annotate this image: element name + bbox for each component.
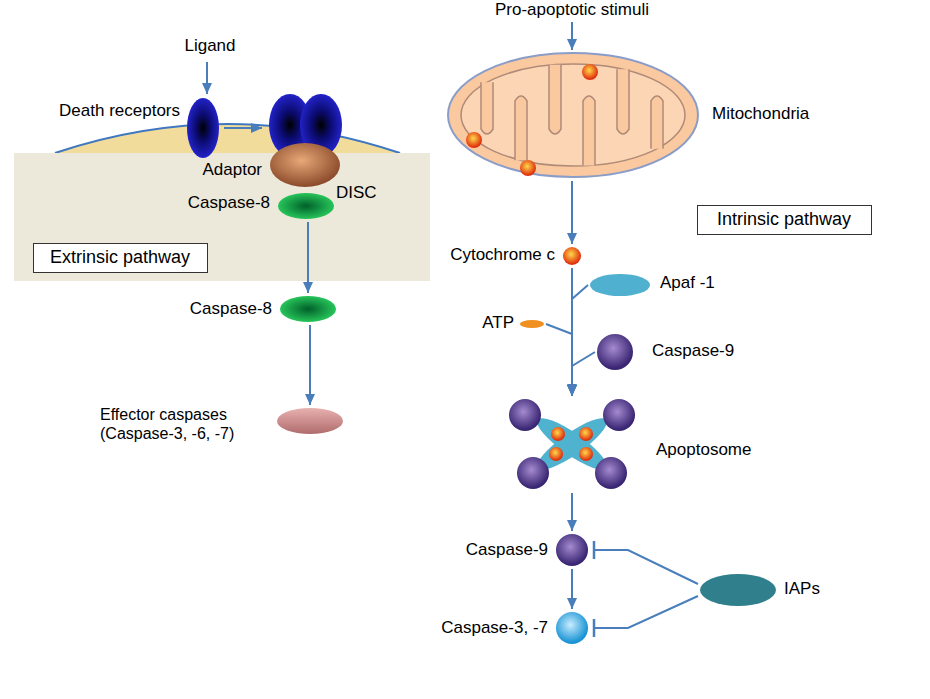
caspase-8-shape <box>280 296 336 322</box>
crista <box>549 65 561 134</box>
node-label: DISC <box>336 183 406 203</box>
death-receptor-shape <box>187 98 219 158</box>
death-receptor: Death receptors <box>187 98 219 158</box>
node-label: Adaptor <box>178 160 262 180</box>
disc-panel: Extrinsic pathwayAdaptorCaspase-8DISC <box>14 153 430 281</box>
iap-protein: IAPs <box>700 574 776 606</box>
caspase-9: Caspase-9 <box>597 334 633 370</box>
node-label: Caspase-3, -7 <box>420 618 548 638</box>
atp: ATP <box>520 320 544 328</box>
apoptosome: Apoptosome <box>497 398 647 490</box>
cytochrome-c-shape <box>563 247 581 265</box>
pathway-title: Intrinsic pathway <box>717 209 851 231</box>
node-label: Mitochondria <box>712 104 832 124</box>
crista <box>515 96 527 160</box>
caspase-9-unit <box>603 399 635 431</box>
cell-membrane <box>55 124 400 153</box>
cytochrome-c-body <box>563 247 581 265</box>
inner-membrane <box>461 64 685 166</box>
ligand-label: Ligand <box>150 36 270 56</box>
cytochrome-dot <box>520 160 536 176</box>
apaf-1-shape <box>590 274 650 296</box>
effector-caspases: Effector caspases (Caspase-3, -6, -7) <box>277 408 343 434</box>
activation-arrow <box>546 324 572 396</box>
membrane-outline <box>55 124 400 153</box>
mitochondrion-shape <box>447 52 699 178</box>
activation-arrow <box>571 268 573 395</box>
node-label: IAPs <box>784 579 864 599</box>
inhibition-line <box>594 596 698 628</box>
caspase-9-unit <box>509 399 541 431</box>
cytochrome-dot <box>582 64 598 80</box>
node-label: Caspase-8 <box>160 299 272 319</box>
caspase-9-shape <box>597 334 633 370</box>
apaf-1: Apaf -1 <box>590 274 650 296</box>
cytochrome-dot <box>551 427 565 441</box>
caspase-9-body <box>597 334 633 370</box>
node-label: ATP <box>466 313 514 333</box>
node-label: Cytochrome c <box>425 245 555 265</box>
activation-arrow <box>572 285 588 396</box>
inhibition-line <box>594 550 698 584</box>
cytochrome-dot <box>579 427 593 441</box>
mitochondrion: Mitochondria <box>447 52 699 178</box>
stimulus-arrow <box>571 22 573 50</box>
caspase-9-unit <box>595 457 627 489</box>
caspase-9-unit <box>517 457 549 489</box>
stimulus-label: Pro-apoptotic stimuli <box>472 0 672 20</box>
adaptor-protein-shape <box>270 143 340 187</box>
activation-arrow <box>571 181 573 244</box>
pathway-title: Extrinsic pathway <box>50 247 190 269</box>
node-label: Apoptosome <box>656 440 776 460</box>
caspase-9-shape <box>556 534 588 566</box>
apaf-1-body <box>590 274 650 296</box>
activation-arrow <box>571 569 573 609</box>
caspase-9-body <box>556 534 588 566</box>
iap-protein-body <box>700 574 776 606</box>
caspase-9: Caspase-9 <box>556 534 588 566</box>
cytochrome-dot <box>549 447 563 461</box>
apoptosome-shape <box>497 398 647 490</box>
pathway-box: Intrinsic pathway <box>697 205 872 235</box>
caspase-3-7-shape <box>556 612 588 644</box>
death-receptor-body <box>187 98 219 158</box>
cytochrome-c: Cytochrome c <box>563 247 581 265</box>
node-label: Caspase-8 <box>160 193 270 213</box>
activation-arrow <box>571 493 573 531</box>
caspase-8: Caspase-8 <box>278 193 334 219</box>
adaptor-protein-body <box>270 143 340 187</box>
pathway-box: Extrinsic pathway <box>33 243 208 273</box>
effector-caspases-body <box>277 408 343 434</box>
ligand-arrow <box>206 62 208 94</box>
caspase-3-7: Caspase-3, -7 <box>556 612 588 644</box>
outer-membrane <box>448 53 698 177</box>
caspase-8-shape <box>278 193 334 219</box>
iap-protein-shape <box>700 574 776 606</box>
crista <box>583 96 595 165</box>
cytochrome-dot <box>579 447 593 461</box>
caspase-3-7-body <box>556 612 588 644</box>
caspase-8: Caspase-8 <box>280 296 336 322</box>
activation-arrow <box>309 325 311 405</box>
effector-caspases-shape <box>277 408 343 434</box>
adaptor-protein: Adaptor <box>270 143 340 187</box>
dimerization-arrow <box>224 127 262 129</box>
caspase-8-body <box>280 296 336 322</box>
node-label: Caspase-9 <box>652 341 762 361</box>
node-label: Apaf -1 <box>660 273 750 293</box>
caspase-8-body <box>278 193 334 219</box>
node-label: Effector caspases (Caspase-3, -6, -7) <box>100 405 268 443</box>
cytochrome-dot <box>466 132 482 148</box>
node-label: Caspase-9 <box>436 540 548 560</box>
atp-body <box>520 320 544 328</box>
activation-arrow <box>572 352 595 396</box>
crista <box>617 69 629 134</box>
crista <box>481 82 493 134</box>
crista <box>651 96 663 149</box>
node-label: Death receptors <box>8 101 180 121</box>
atp-shape <box>520 320 544 328</box>
